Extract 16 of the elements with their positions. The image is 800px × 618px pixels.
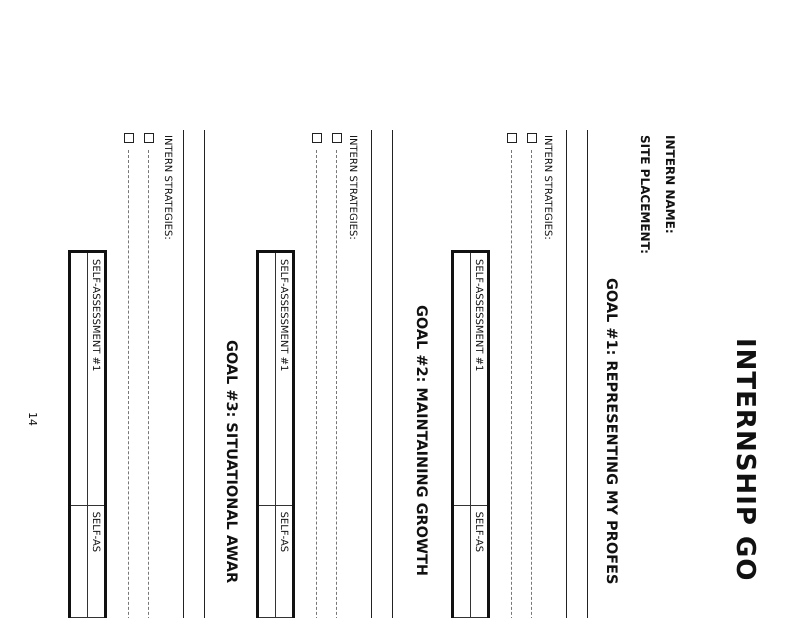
section-label: INTERN STRATEGIES: <box>347 135 357 240</box>
goal-heading: GOAL #2: MAINTAINING GROWTH <box>414 305 428 576</box>
section-label: INTERN STRATEGIES: <box>162 135 172 240</box>
goal-heading: GOAL #1: REPRESENTING MY PROFES <box>604 278 618 584</box>
page-title: INTERNSHIP GO <box>732 338 758 582</box>
column-header: SELF-AS <box>276 505 294 618</box>
field-label: INTERN NAME: <box>664 135 676 234</box>
section-label: INTERN STRATEGIES: <box>542 135 552 240</box>
page-number: 14 <box>27 412 38 426</box>
field-label: SITE PLACEMENT: <box>639 135 651 254</box>
goal-heading: GOAL #3: SITUATIONAL AWAR <box>224 340 238 584</box>
column-header: SELF-AS <box>470 505 488 618</box>
column-header: SELF-ASSESSMENT #1 <box>276 252 294 506</box>
column-header: SELF-ASSESSMENT #1 <box>88 252 106 506</box>
column-header: SELF-AS <box>88 505 106 618</box>
column-header: SELF-ASSESSMENT #1 <box>470 252 488 506</box>
